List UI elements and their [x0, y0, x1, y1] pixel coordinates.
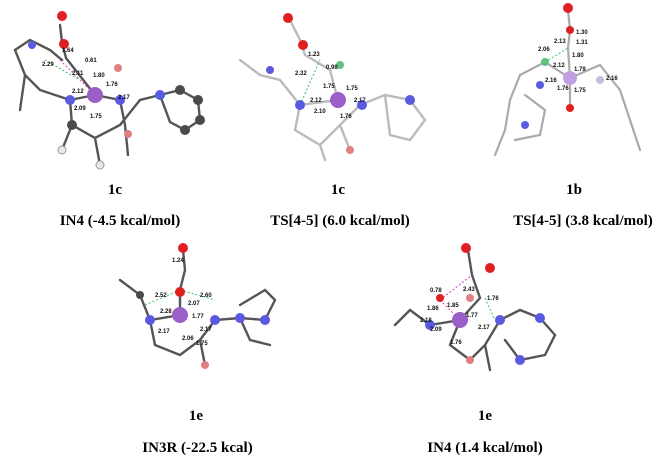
- distance-label: 2.17: [118, 95, 130, 101]
- distance-label: 2.13: [554, 39, 566, 45]
- caption-2: TS[4-5] (6.0 kcal/mol): [270, 213, 410, 229]
- distance-label: 1.85: [447, 303, 459, 309]
- structure-panel-2: 1.23 0.98 2.32 1.75 1.75 2.12 2.17 2.10 …: [238, 13, 427, 162]
- distance-label: 2.17: [478, 325, 490, 331]
- distance-label: 1.23: [308, 52, 320, 58]
- distance-label: 2.17: [200, 327, 212, 333]
- distance-label: 1.80: [572, 53, 584, 59]
- distance-label: 2.12: [553, 63, 565, 69]
- structure-panel-5: 0.78 2.43 1.86 1.85 1.76 2.18 1.77 2.09 …: [393, 243, 557, 372]
- caption-4: IN3R (-22.5 kcal): [142, 440, 253, 456]
- distance-label: 1.75: [196, 341, 208, 347]
- distance-label: 1.79: [574, 67, 586, 73]
- distance-label: 2.18: [420, 318, 432, 324]
- compound-label-2: 1c: [330, 182, 346, 198]
- distance-label: 2.06: [182, 336, 194, 342]
- distance-label: 2.06: [538, 47, 550, 53]
- distance-label: 1.86: [427, 306, 439, 312]
- caption-5: IN4 (1.4 kcal/mol): [427, 440, 543, 456]
- distance-label: 1.75: [90, 114, 102, 120]
- distance-label: 2.29: [42, 62, 54, 68]
- compound-label-4: 1e: [188, 408, 204, 424]
- distance-label: 1.76: [487, 296, 499, 302]
- distance-label: 1.64: [62, 48, 74, 54]
- distance-label: 2.12: [310, 98, 322, 104]
- distance-labels: 1.64 0.61 1.80 2.29 2.11 1.76 2.12 2.17 …: [42, 48, 130, 120]
- distance-label: 1.76: [557, 86, 569, 92]
- distance-label: 2.52: [155, 293, 167, 299]
- distance-label: 0.61: [85, 58, 97, 64]
- distance-label: 1.31: [576, 40, 588, 46]
- distance-label: 1.76: [340, 114, 352, 120]
- distance-label: 2.11: [72, 71, 84, 77]
- distance-label: 1.24: [172, 258, 184, 264]
- distance-label: 2.17: [158, 329, 170, 335]
- distance-label: 1.76: [450, 340, 462, 346]
- atoms: [28, 11, 205, 170]
- distance-label: 2.60: [200, 293, 212, 299]
- distance-label: 1.76: [106, 82, 118, 88]
- distance-label: 2.16: [606, 76, 618, 82]
- distance-label: 2.12: [72, 89, 84, 95]
- distance-label: 2.10: [314, 109, 326, 115]
- distance-label: 1.75: [574, 88, 586, 94]
- structure-panel-4: 1.24 2.52 2.60 2.07 2.28 1.77 2.17 2.17 …: [118, 243, 277, 369]
- structure-panel-1: 1.64 0.61 1.80 2.29 2.11 1.76 2.12 2.17 …: [13, 11, 205, 170]
- compound-label-5: 1e: [477, 408, 493, 424]
- bonds: [13, 23, 202, 167]
- caption-1: IN4 (-4.5 kcal/mol): [59, 213, 181, 229]
- distance-label: 1.75: [346, 86, 358, 92]
- compound-label-1: 1c: [107, 182, 123, 198]
- distance-label: 1.30: [576, 30, 588, 36]
- distance-label: 1.75: [323, 84, 335, 90]
- compound-label-3: 1b: [566, 182, 582, 198]
- distance-label: 1.77: [192, 314, 204, 320]
- distance-label: 1.80: [93, 73, 105, 79]
- distance-label: 2.28: [160, 309, 172, 315]
- distance-label: 2.16: [545, 78, 557, 84]
- hbonds: [44, 59, 96, 96]
- distance-label: 2.09: [430, 327, 442, 333]
- structure-panel-3: 1.30 1.31 2.13 2.06 1.80 2.12 1.79 2.16 …: [493, 3, 642, 157]
- distance-label: 2.43: [463, 287, 475, 293]
- distance-label: 1.77: [466, 313, 478, 319]
- distance-label: 0.78: [430, 288, 442, 294]
- caption-3: TS[4-5] (3.8 kcal/mol): [513, 213, 653, 229]
- distance-label: 2.09: [74, 106, 86, 112]
- distance-label: 2.17: [354, 98, 366, 104]
- distance-label: 0.98: [326, 65, 338, 71]
- distance-label: 2.07: [188, 301, 200, 307]
- distance-label: 2.32: [295, 71, 307, 77]
